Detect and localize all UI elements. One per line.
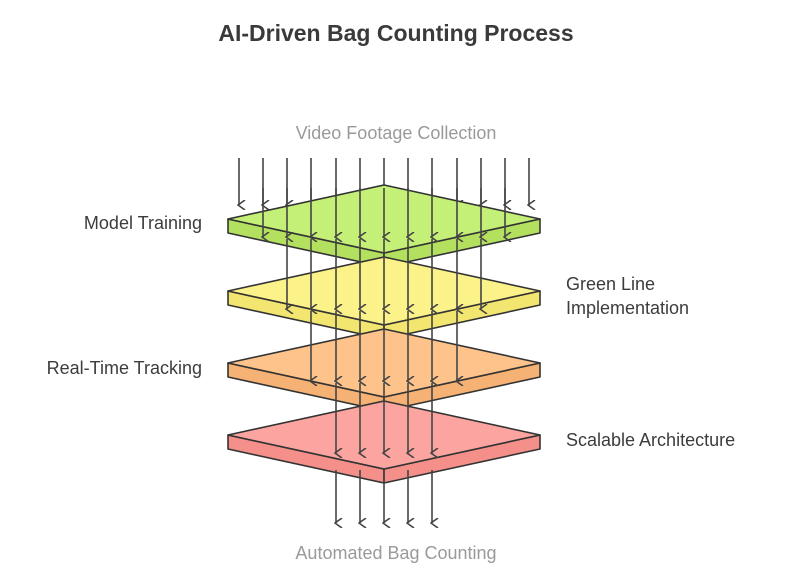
layer-label-green-line: Green Line Implementation — [566, 274, 690, 318]
layer-label-real-time-tracking: Real-Time Tracking — [46, 358, 202, 378]
page-title: AI-Driven Bag Counting Process — [218, 20, 574, 46]
layer-label-scalable-architecture: Scalable Architecture — [566, 430, 736, 450]
through-arrows-3 — [311, 311, 457, 381]
input-label: Video Footage Collection — [295, 123, 497, 143]
through-arrows-2 — [287, 239, 481, 309]
layer-label-model-training: Model Training — [83, 213, 202, 233]
output-arrows — [336, 470, 432, 523]
output-label: Automated Bag Counting — [295, 543, 497, 563]
through-arrows-1 — [263, 188, 505, 237]
through-arrows-4 — [336, 383, 432, 453]
